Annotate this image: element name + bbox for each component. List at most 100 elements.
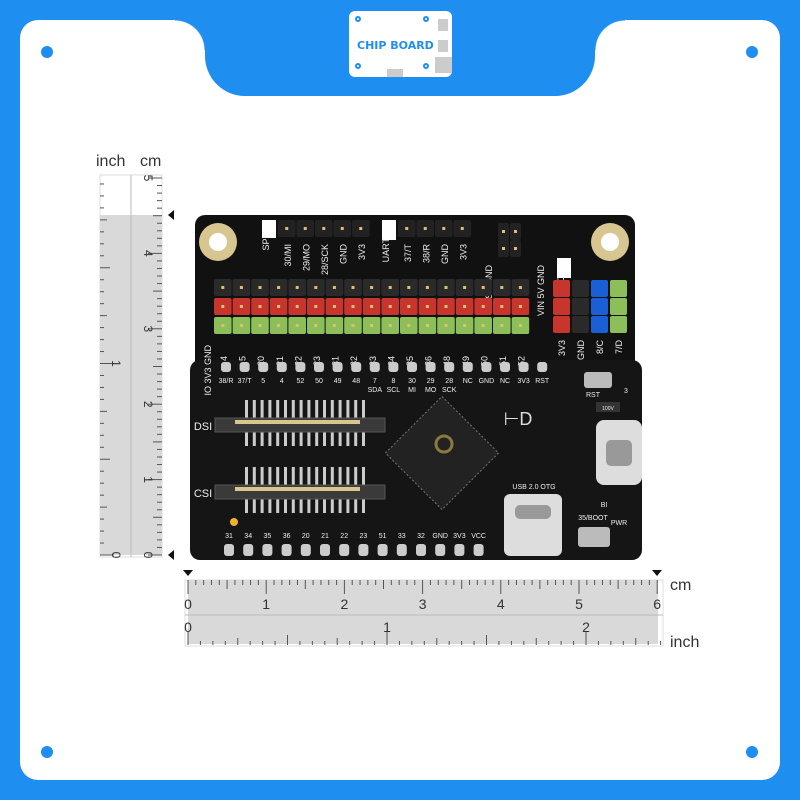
pin-tip [407, 324, 411, 327]
edge-pin [276, 362, 287, 372]
edge-pin [320, 544, 330, 556]
edge-pin [416, 544, 426, 556]
uart-pin-label: 37/T [403, 244, 413, 263]
edge-pin-label: NC [463, 378, 473, 385]
spi-pin-label: 29/MO [302, 244, 312, 271]
edge-pin [473, 544, 484, 556]
uart-pin-label: 3V3 [459, 244, 469, 260]
io-pin-label: 20 [256, 356, 266, 366]
pin-tip [295, 305, 299, 308]
pin-tip [221, 324, 225, 327]
edge-pin [388, 362, 399, 372]
pin-tip [388, 324, 392, 327]
io-pin-label: 52 [517, 356, 527, 366]
ruler-unit-cm: cm [670, 577, 691, 594]
edge-pin-label: 49 [334, 378, 342, 385]
edge-pin-label: 23 [360, 533, 368, 540]
pin-tip [514, 247, 517, 250]
power-label: VIN 5V GND [536, 265, 546, 317]
marker-triangle [183, 570, 193, 576]
edge-pin-label: 5 [261, 378, 265, 385]
edge-pin [239, 362, 250, 372]
pin-tip [481, 305, 485, 308]
inch-tick-label: 1 [383, 619, 391, 635]
edge-pin [221, 362, 231, 372]
pin-tip [295, 324, 299, 327]
edge-pin-label: RST [535, 378, 550, 385]
inch-tick-label: 0 [109, 552, 123, 559]
edge-pin-label: GND [432, 533, 448, 540]
edge-pin-label: 51 [379, 533, 387, 540]
i2c-pin [591, 280, 608, 297]
edge-pin [281, 544, 292, 556]
edge-pin-label: 29 [427, 378, 435, 385]
pin-tip [340, 227, 344, 230]
cm-tick-label: 4 [141, 250, 155, 257]
i2c-pin-label: 7/D [614, 340, 624, 355]
cm-tick-label: 1 [262, 596, 270, 612]
edge-pin-sublabel: SCK [442, 387, 457, 394]
pin-tip [500, 286, 504, 289]
cm-tick-label: 4 [497, 596, 505, 612]
io-pin-label: 35 [405, 356, 415, 366]
pin-tip [295, 286, 299, 289]
pin-tip [481, 286, 485, 289]
pin-tip [500, 305, 504, 308]
pin-tip [258, 305, 262, 308]
io-pin-label: 33 [368, 356, 378, 366]
ruler-unit-inch: inch [670, 634, 699, 651]
pin-tip [277, 305, 281, 308]
pin-tip [514, 230, 517, 233]
cm-tick-label: 5 [141, 175, 155, 182]
cm-tick-label: 2 [341, 596, 349, 612]
pin-tip [442, 227, 446, 230]
fpc-contacts [235, 487, 360, 491]
edge-pin [262, 544, 273, 556]
io-pin-label: 22 [293, 356, 303, 366]
edge-pin [300, 544, 311, 556]
edge-pin-label: 22 [340, 533, 348, 540]
cm-tick-label: 1 [141, 476, 155, 483]
pin-tip [502, 247, 505, 250]
edge-pin-label: 30 [408, 378, 416, 385]
pin-tip [285, 227, 289, 230]
io-pin-label: 51 [498, 356, 508, 366]
pin-tip [370, 286, 374, 289]
edge-pin-label: 34 [244, 533, 252, 540]
marker-triangle [168, 550, 174, 560]
pin-tip [518, 286, 522, 289]
pin-tip [221, 305, 225, 308]
spi-pin-label: 30/MI [283, 244, 293, 267]
edge-pin [332, 362, 343, 372]
i2c-pin [610, 298, 627, 315]
pin-tip [405, 227, 409, 230]
marker-triangle [168, 210, 174, 220]
pin-tip [277, 286, 281, 289]
pin-tip [351, 286, 355, 289]
pin-tip [332, 324, 336, 327]
status-led [230, 518, 238, 526]
pin-tip [314, 324, 318, 327]
pin-tip [277, 324, 281, 327]
corner-dot [746, 46, 758, 58]
pin-tip [481, 324, 485, 327]
edge-pin [425, 362, 436, 372]
edge-pin-label: 38/R [219, 378, 234, 385]
cm-tick-label: 2 [141, 401, 155, 408]
boot-label: 35/BOOT [578, 515, 608, 522]
edge-pin [462, 362, 473, 372]
edge-pin-sublabel: MO [425, 387, 437, 394]
pin-tip [425, 305, 429, 308]
pin-tip [502, 230, 505, 233]
io-header-label: IO 3V3 GND [203, 345, 213, 396]
i2c-pin [610, 316, 627, 333]
io-pin-label: 49 [461, 356, 471, 366]
pin-tip [407, 305, 411, 308]
io-pin-label: 23 [312, 356, 322, 366]
edge-pin-label: 8 [391, 378, 395, 385]
edge-pin [369, 362, 380, 372]
edge-pin-label: 31 [225, 533, 233, 540]
pin-tip [460, 227, 464, 230]
